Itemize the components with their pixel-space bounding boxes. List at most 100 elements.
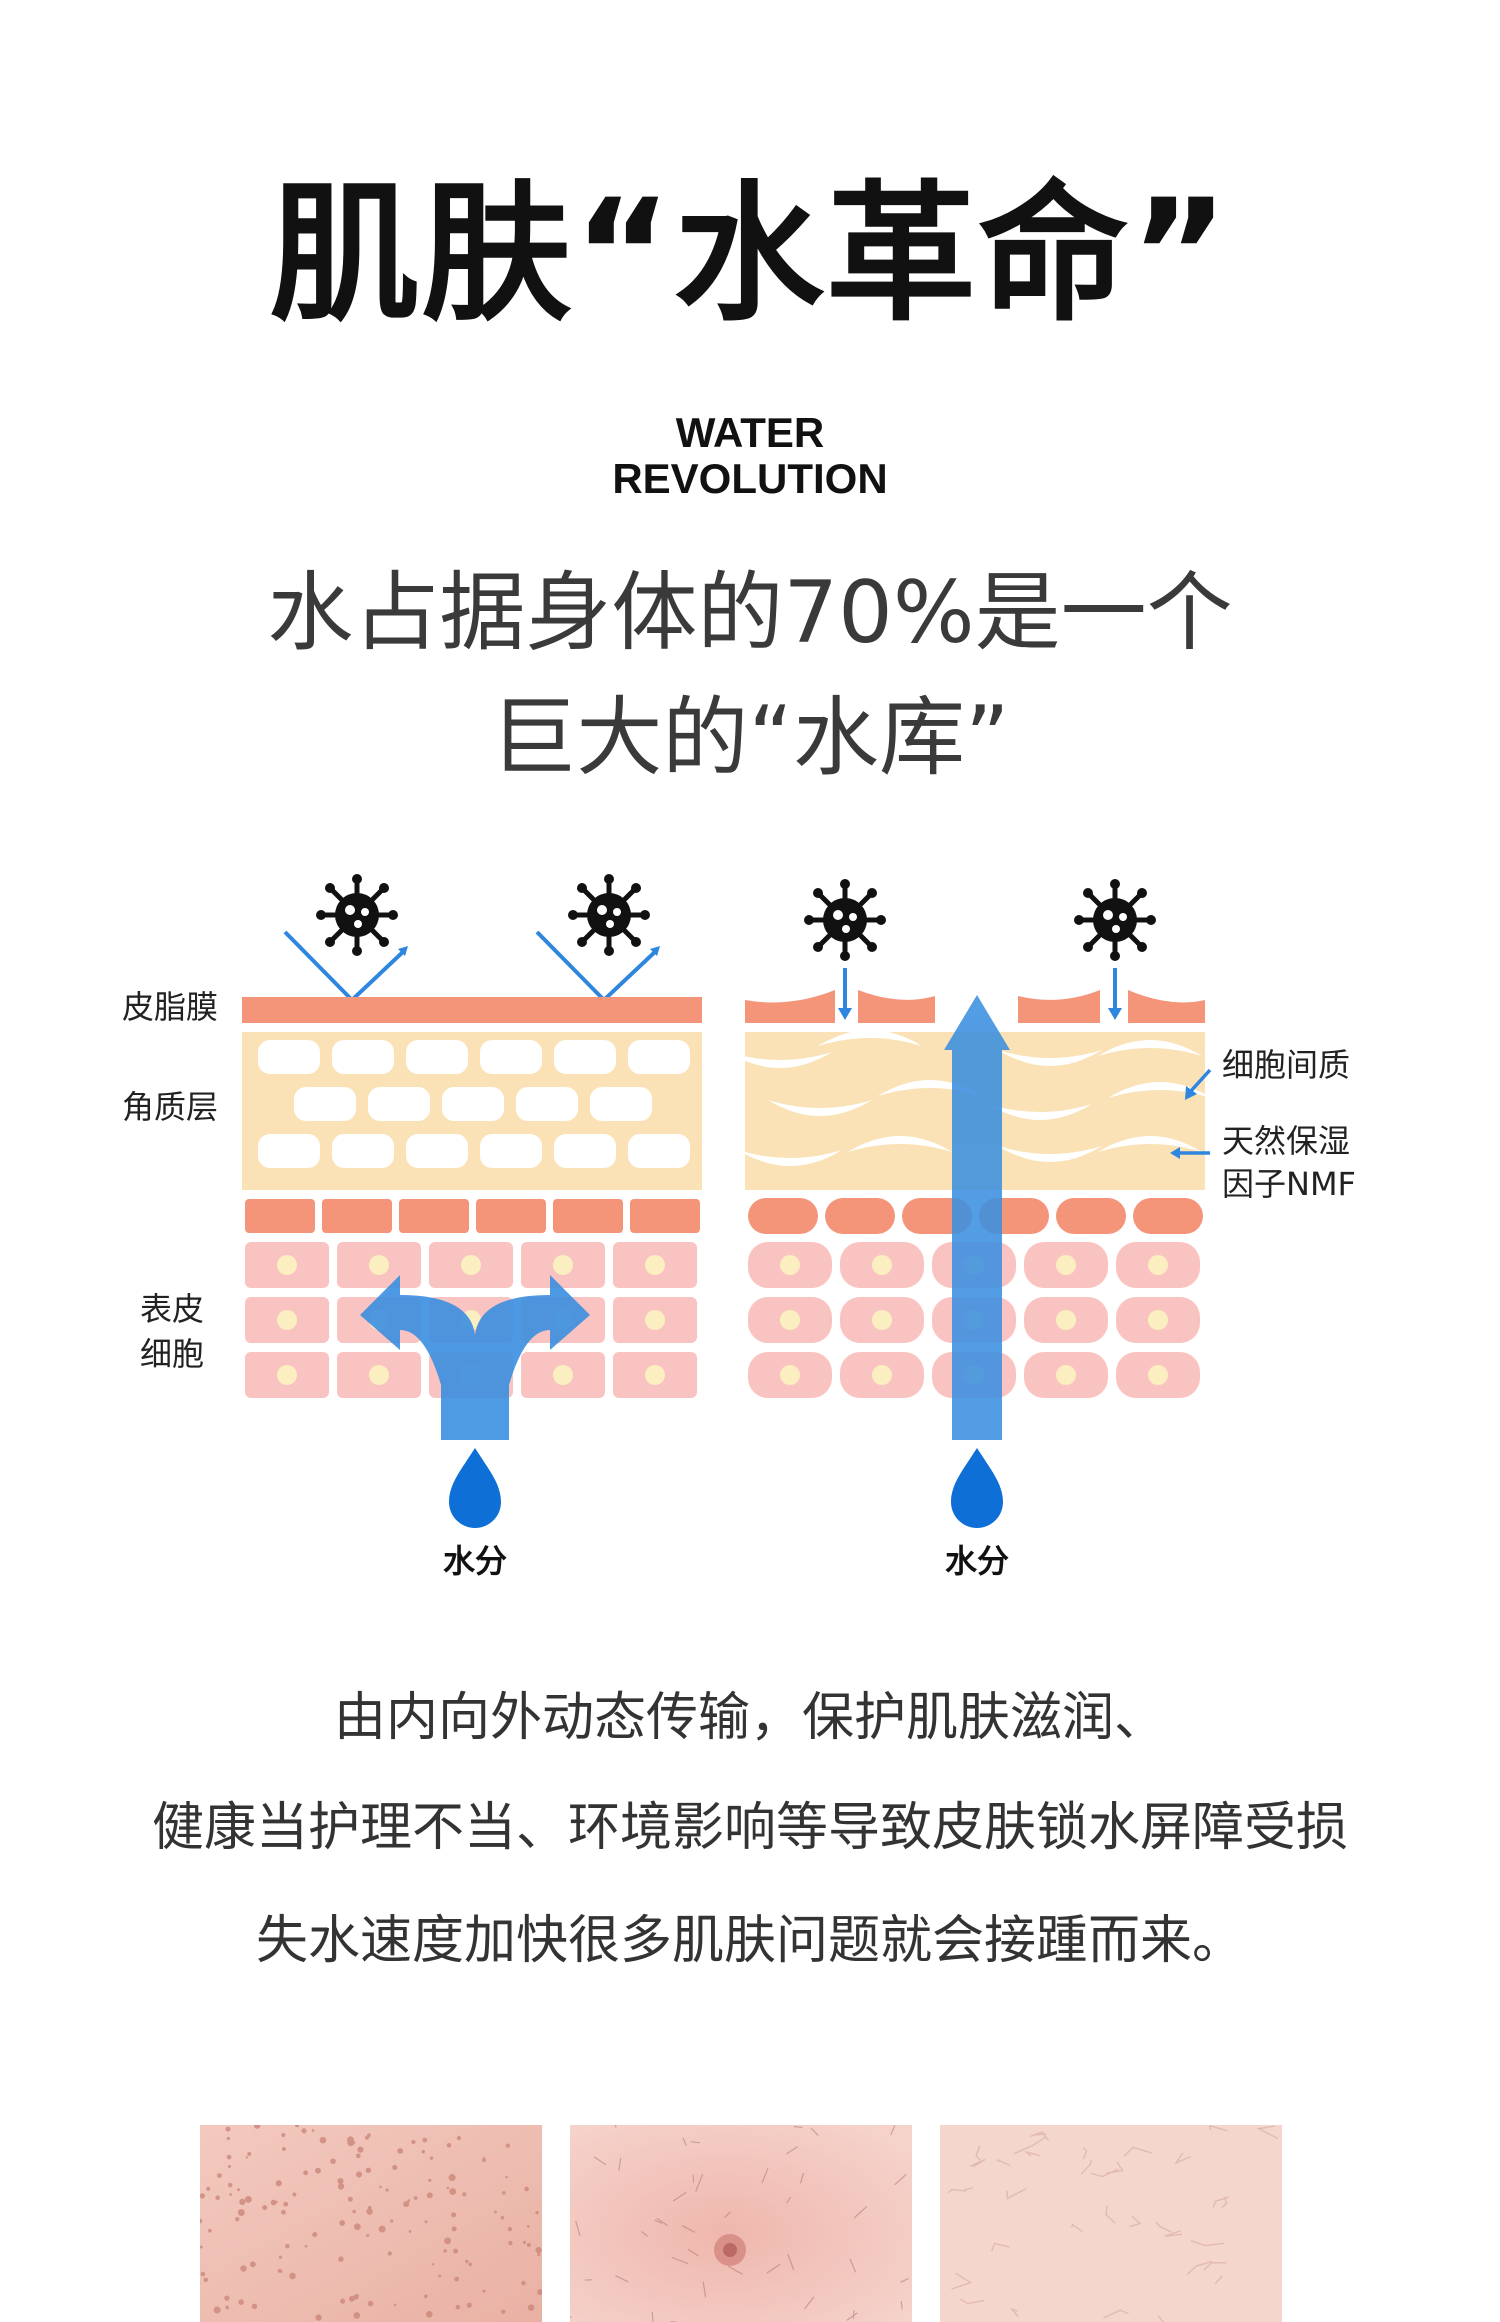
pore-dot [455, 2304, 461, 2310]
pore-dot [422, 2137, 428, 2143]
dry-skin-line [1164, 2229, 1182, 2237]
body-line-3: 失水速度加快很多肌肤问题就会接踵而来。 [255, 1911, 1244, 1971]
cell-nucleus [461, 1255, 481, 1275]
germ-icon [804, 879, 886, 961]
damaged-corneocyte [848, 1136, 952, 1152]
pore-dot [397, 2148, 404, 2154]
label-nmf-2: 因子NMF [1222, 1165, 1356, 1203]
pore-dot [352, 2209, 356, 2214]
dry-skin-line [1080, 2159, 1092, 2175]
corneocyte-cell [442, 1087, 504, 1121]
dry-skin-line [1106, 2161, 1124, 2174]
pore-dot [468, 2262, 473, 2267]
corneocyte-cell [480, 1134, 542, 1168]
skin-hair [656, 2217, 668, 2227]
pore-dot [319, 2136, 327, 2144]
pore-dot [315, 2167, 321, 2174]
corneocyte-cell [480, 1040, 542, 1074]
cell-nucleus [872, 1310, 892, 1330]
pore-dot [367, 2300, 374, 2307]
basal-cell [476, 1199, 546, 1233]
cell-nucleus [553, 1365, 573, 1385]
pore-dot [249, 2261, 256, 2268]
pore-dot [393, 2303, 397, 2307]
pore-dot [200, 2218, 203, 2224]
pore-dot [225, 2126, 231, 2132]
pore-dot [385, 2188, 389, 2192]
skin-hair [900, 2300, 903, 2310]
pore-dot [244, 2196, 252, 2203]
cell-nucleus [1056, 1255, 1076, 1275]
body-line-2: 健康当护理不当、环境影响等导致皮肤锁水屏障受损 [151, 1798, 1348, 1858]
pore-dot [353, 2312, 361, 2319]
cell-nucleus [369, 1365, 389, 1385]
pore-dot [229, 2193, 232, 2196]
label-water-right: 水分 [945, 1542, 1009, 1580]
cell-nucleus [1148, 1255, 1168, 1275]
cell-nucleus [780, 1365, 800, 1385]
corneocyte-cell [406, 1040, 468, 1074]
pore-dot [387, 2251, 392, 2256]
cell-nucleus [780, 1255, 800, 1275]
cell-nucleus [645, 1255, 665, 1275]
skin-hair [641, 2231, 648, 2237]
dry-skin-line [1208, 2125, 1228, 2132]
label-epidermis-2: 细胞 [140, 1335, 204, 1373]
dry-skin-line [1105, 2205, 1116, 2224]
basal-cell [630, 1199, 700, 1233]
skin-hair [787, 2253, 795, 2271]
dry-skin-line [1256, 2125, 1279, 2140]
pore-dot [521, 2280, 526, 2286]
pore-dot [226, 2136, 230, 2141]
basal-cell [399, 1199, 469, 1233]
pore-dot [247, 2151, 252, 2156]
skin-hair [671, 2256, 689, 2265]
sebum-film-layer [242, 997, 702, 1023]
pore-dot [217, 2173, 222, 2178]
pore-dot [431, 2263, 435, 2266]
pore-dot [537, 2289, 542, 2296]
water-escape-arrow [944, 995, 1010, 1440]
pore-dot [507, 2226, 513, 2232]
pore-dot [355, 2153, 361, 2159]
water-drop-icon [449, 1448, 501, 1528]
cell-nucleus [645, 1310, 665, 1330]
cell-nucleus [1148, 1365, 1168, 1385]
pore-dot [283, 2201, 289, 2207]
pore-dot [500, 2215, 505, 2220]
corneocyte-cell [628, 1134, 690, 1168]
pore-dot [526, 2243, 531, 2248]
dry-skin-line [1006, 2187, 1027, 2200]
dry-skin-line [1203, 2262, 1226, 2271]
pore-dot [200, 2271, 206, 2277]
pore-dot [465, 2259, 469, 2264]
skin-hair [654, 2219, 663, 2224]
pore-dot [413, 2196, 418, 2200]
lead-line-2: 巨大的“水库” [490, 688, 1010, 788]
corneocyte-cell [628, 1040, 690, 1074]
pore-dot [535, 2211, 539, 2215]
dry-skin-line [947, 2188, 967, 2194]
pore-dot [522, 2240, 527, 2244]
pore-dot [200, 2245, 203, 2249]
dry-skin-line [1009, 2307, 1019, 2318]
pore-dot [347, 2136, 355, 2144]
corneocyte-cell [516, 1087, 578, 1121]
pore-dot [424, 2220, 428, 2224]
skin-hair [672, 2191, 687, 2202]
dry-skin-line [1214, 2275, 1223, 2285]
skin-hair [682, 2137, 687, 2146]
pore-dot [508, 2240, 513, 2246]
pore-dot [251, 2303, 258, 2309]
label-epidermis-1: 表皮 [140, 1290, 204, 1328]
pore-dot [203, 2277, 208, 2283]
skin-photo-dry [940, 2125, 1282, 2322]
healthy-skin-panel [242, 874, 702, 1528]
skin-hair [793, 2125, 803, 2129]
pore-dot [446, 2186, 450, 2190]
pore-dot [494, 2210, 497, 2214]
dry-skin-line [1221, 2196, 1228, 2209]
dry-skin-line [1025, 2150, 1041, 2157]
dry-skin-line [996, 2158, 1011, 2166]
corneocyte-cell [554, 1040, 616, 1074]
